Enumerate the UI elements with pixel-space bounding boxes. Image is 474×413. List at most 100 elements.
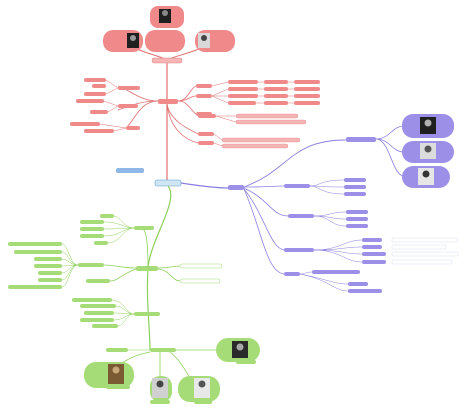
- purple-text-leaf[interactable]: [391, 237, 459, 243]
- red-leaf[interactable]: [198, 141, 214, 145]
- green-leaf[interactable]: [8, 242, 62, 246]
- purple-leaf[interactable]: [362, 260, 386, 264]
- green-leaf[interactable]: [34, 257, 62, 261]
- purple-hub-node[interactable]: [228, 185, 244, 190]
- side-label-node[interactable]: [116, 168, 144, 173]
- red-leaf[interactable]: [70, 122, 100, 126]
- purple-text-leaf[interactable]: [391, 244, 447, 250]
- red-leaf[interactable]: [118, 86, 140, 90]
- red-leaf[interactable]: [196, 84, 212, 88]
- green-leaf[interactable]: [84, 311, 114, 315]
- red-leaf-long[interactable]: [235, 113, 299, 119]
- green-leaf[interactable]: [80, 227, 104, 231]
- purple-leaf[interactable]: [284, 272, 300, 276]
- face-icon: [201, 35, 207, 41]
- purple-leaf[interactable]: [348, 282, 368, 286]
- green-leaf[interactable]: [92, 324, 118, 328]
- red-leaf-long[interactable]: [221, 143, 289, 149]
- green-leaf[interactable]: [134, 226, 154, 230]
- red-leaf-long[interactable]: [221, 137, 301, 143]
- red-leaf[interactable]: [264, 80, 288, 84]
- red-leaf[interactable]: [76, 99, 104, 103]
- red-leaf-long[interactable]: [235, 119, 307, 125]
- red-leaf[interactable]: [228, 80, 258, 84]
- green-leaf[interactable]: [106, 385, 130, 389]
- green-leaf[interactable]: [106, 348, 128, 352]
- purple-link: [313, 211, 347, 217]
- green-link: [103, 264, 137, 269]
- purple-leaf[interactable]: [284, 248, 314, 252]
- red-leaf[interactable]: [198, 132, 214, 136]
- red-link: [105, 87, 119, 95]
- red-leaf[interactable]: [294, 80, 320, 84]
- green-leaf[interactable]: [14, 250, 62, 254]
- red-leaf[interactable]: [196, 94, 212, 98]
- green-leaf[interactable]: [8, 285, 62, 289]
- red-hub-node[interactable]: [158, 99, 178, 104]
- purple-leaf[interactable]: [362, 238, 382, 242]
- purple-leaf[interactable]: [348, 289, 382, 293]
- green-leaf[interactable]: [94, 241, 108, 245]
- green-leaf-outline[interactable]: [179, 263, 223, 269]
- green-leaf[interactable]: [80, 234, 104, 238]
- purple-leaf[interactable]: [344, 192, 366, 196]
- green-leaf[interactable]: [134, 312, 160, 316]
- red-leaf[interactable]: [294, 101, 320, 105]
- root-node[interactable]: [154, 179, 182, 187]
- green-leaf[interactable]: [72, 298, 112, 302]
- purple-leaf[interactable]: [288, 214, 314, 218]
- purple-leaf[interactable]: [312, 270, 360, 274]
- purple-link: [375, 138, 405, 177]
- red-leaf[interactable]: [118, 104, 138, 108]
- green-leaf[interactable]: [80, 304, 116, 308]
- red-portrait-node-center[interactable]: [145, 30, 185, 52]
- purple-leaf[interactable]: [284, 184, 310, 188]
- red-leaf[interactable]: [84, 78, 106, 82]
- red-link: [166, 103, 199, 144]
- red-leaf[interactable]: [228, 87, 258, 91]
- red-leaf[interactable]: [228, 101, 256, 105]
- green-link: [157, 268, 181, 282]
- purple-leaf[interactable]: [344, 178, 366, 182]
- green-leaf-outline[interactable]: [179, 278, 221, 284]
- purple-leaf[interactable]: [344, 185, 366, 189]
- red-caption-node[interactable]: [151, 57, 183, 64]
- red-leaf[interactable]: [92, 84, 106, 88]
- red-leaf[interactable]: [294, 94, 320, 98]
- green-leaf[interactable]: [236, 360, 256, 364]
- red-leaf[interactable]: [126, 126, 140, 130]
- purple-text-leaf[interactable]: [391, 259, 453, 265]
- green-hub-node[interactable]: [136, 266, 158, 271]
- purple-leaf[interactable]: [346, 210, 368, 214]
- purple-leaf[interactable]: [346, 224, 368, 228]
- purple-leaf[interactable]: [346, 217, 368, 221]
- green-leaf[interactable]: [194, 400, 212, 404]
- green-leaf[interactable]: [34, 264, 62, 268]
- red-leaf[interactable]: [90, 110, 108, 114]
- red-link: [125, 100, 159, 129]
- purple-portrait-hub[interactable]: [346, 137, 376, 142]
- red-leaf[interactable]: [264, 101, 288, 105]
- red-leaf[interactable]: [264, 94, 288, 98]
- green-leaf[interactable]: [78, 263, 104, 267]
- green-leaf[interactable]: [38, 271, 62, 275]
- face-icon: [422, 170, 430, 178]
- purple-leaf[interactable]: [362, 245, 382, 249]
- red-leaf[interactable]: [84, 92, 106, 96]
- red-leaf[interactable]: [294, 87, 320, 91]
- green-leaf[interactable]: [100, 214, 114, 218]
- purple-leaf[interactable]: [362, 252, 386, 256]
- green-link: [61, 264, 79, 288]
- green-leaf[interactable]: [38, 278, 62, 282]
- red-leaf[interactable]: [198, 114, 216, 118]
- green-leaf[interactable]: [150, 400, 170, 404]
- purple-text-leaf[interactable]: [391, 251, 459, 257]
- red-leaf[interactable]: [228, 94, 258, 98]
- red-leaf[interactable]: [84, 129, 114, 133]
- green-leaf[interactable]: [80, 220, 104, 224]
- red-leaf[interactable]: [264, 87, 288, 91]
- green-leaf[interactable]: [80, 318, 114, 322]
- red-link: [211, 95, 229, 104]
- green-portrait-hub[interactable]: [150, 348, 176, 352]
- green-leaf[interactable]: [86, 279, 110, 283]
